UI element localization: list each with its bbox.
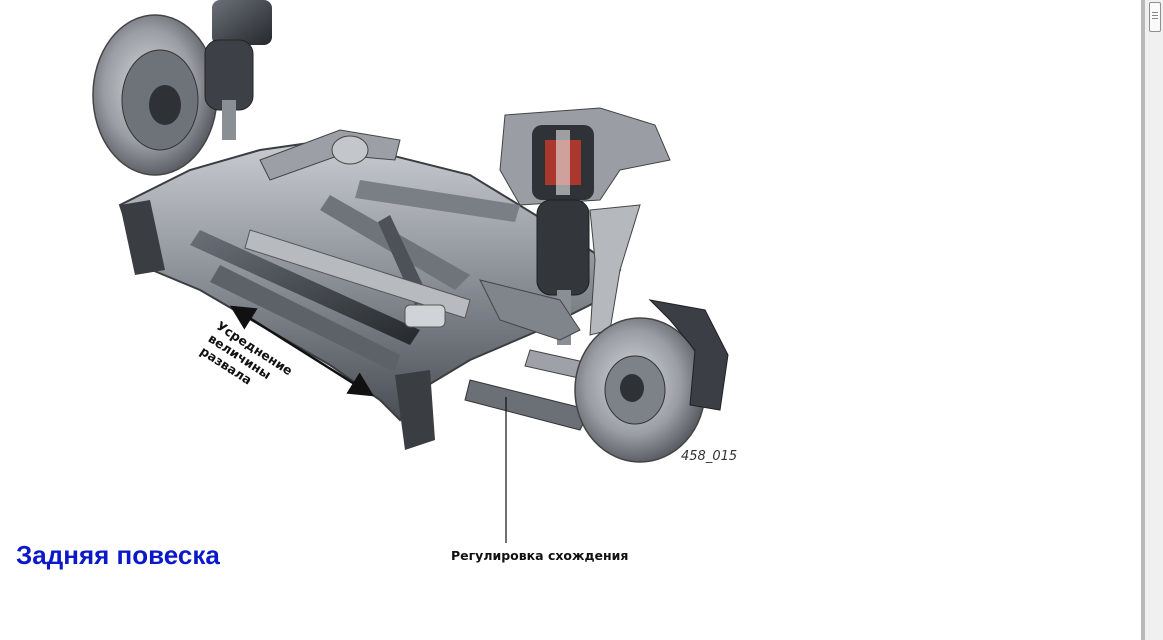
- right-knuckle: [464, 204, 641, 431]
- page-title: Задняя повеска: [16, 540, 220, 570]
- left-brake-disc: [92, 14, 218, 176]
- right-brake-disc: [574, 299, 729, 463]
- camber-arrow: [229, 305, 375, 397]
- toe-link: [244, 229, 471, 328]
- upper-control-arm: [259, 129, 401, 181]
- right-air-strut: [499, 107, 671, 345]
- toe-callout-label: Регулировка схождения: [451, 548, 629, 563]
- figure-code: 458_015: [681, 449, 738, 464]
- left-air-strut: [204, 0, 272, 140]
- scrollbar-thumb[interactable]: [1149, 2, 1161, 32]
- vertical-scrollbar[interactable]: [1141, 0, 1163, 640]
